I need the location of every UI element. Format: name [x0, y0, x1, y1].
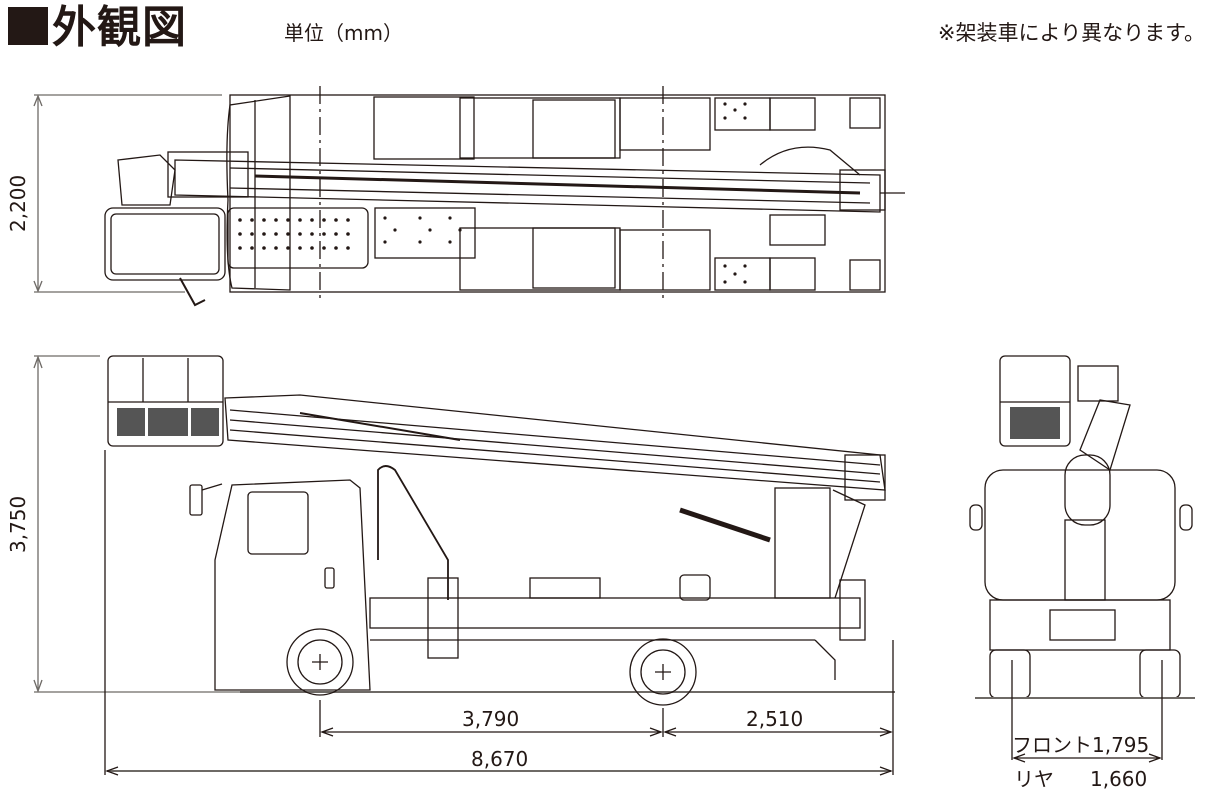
turntable-front [1064, 454, 1111, 526]
front-track-caption: フロント [1012, 733, 1092, 757]
overall-length-label: 8,670 [471, 747, 529, 771]
rear-boom [1079, 399, 1131, 472]
top-view [33, 86, 905, 307]
side-height-label: 3,750 [6, 495, 30, 553]
top-turntable [759, 146, 861, 176]
side-mirror [189, 484, 203, 516]
top-boom-cable [254, 174, 861, 195]
top-step-panel [374, 207, 476, 259]
rear-cab [984, 469, 1176, 601]
side-chassis [369, 597, 861, 629]
rear-outrigger [839, 579, 866, 641]
rear-track-label: リヤ 1,660 [1014, 768, 1147, 790]
rear-wheel [629, 638, 697, 706]
page-title: 外観図 [8, 2, 187, 54]
top-width-label: 2,200 [6, 174, 30, 232]
boom-head [844, 454, 886, 501]
side-cab [214, 479, 371, 691]
front-wheel [286, 628, 354, 696]
rear-tire-right [1139, 649, 1181, 699]
side-height-dimension [33, 355, 270, 693]
cab-window [247, 491, 309, 555]
rear-view [969, 355, 1195, 763]
front-track-value: 1,795 [1092, 733, 1150, 757]
rear-track-value: 1,660 [1090, 767, 1148, 791]
top-platform-controls [117, 154, 176, 206]
lift-cylinder [679, 507, 771, 543]
top-cab [226, 95, 291, 291]
length-dimensions [104, 450, 894, 776]
front-outrigger [427, 577, 459, 659]
rear-overhang-label: 2,510 [746, 707, 804, 731]
top-boom [174, 159, 881, 213]
rear-tire-left [989, 649, 1031, 699]
unit-label: 単位（mm） [284, 21, 403, 45]
title-text: 外観図 [52, 2, 187, 53]
side-platform [107, 355, 224, 447]
top-chassis-outline [229, 94, 886, 293]
top-perforated-panel [227, 207, 369, 269]
square-bullet-icon [8, 7, 48, 45]
rear-track-caption: リヤ [1014, 767, 1054, 791]
rear-mirror-left [969, 504, 983, 531]
turret [774, 487, 831, 599]
top-width-dimension [33, 94, 222, 293]
rear-platform [999, 355, 1071, 447]
platform-mesh [117, 408, 219, 436]
side-boom [224, 394, 886, 491]
side-view [33, 355, 895, 776]
rear-bumper [989, 599, 1171, 651]
front-track-label: フロント1,795 [1012, 734, 1149, 756]
door-handle [324, 567, 335, 589]
track-dimension [1011, 660, 1163, 763]
side-ladder [377, 465, 449, 600]
variation-note: ※架装車により異なります。 [937, 21, 1205, 45]
top-platform [104, 207, 226, 281]
rear-mirror-right [1179, 504, 1193, 531]
wheelbase-label: 3,790 [462, 707, 520, 731]
